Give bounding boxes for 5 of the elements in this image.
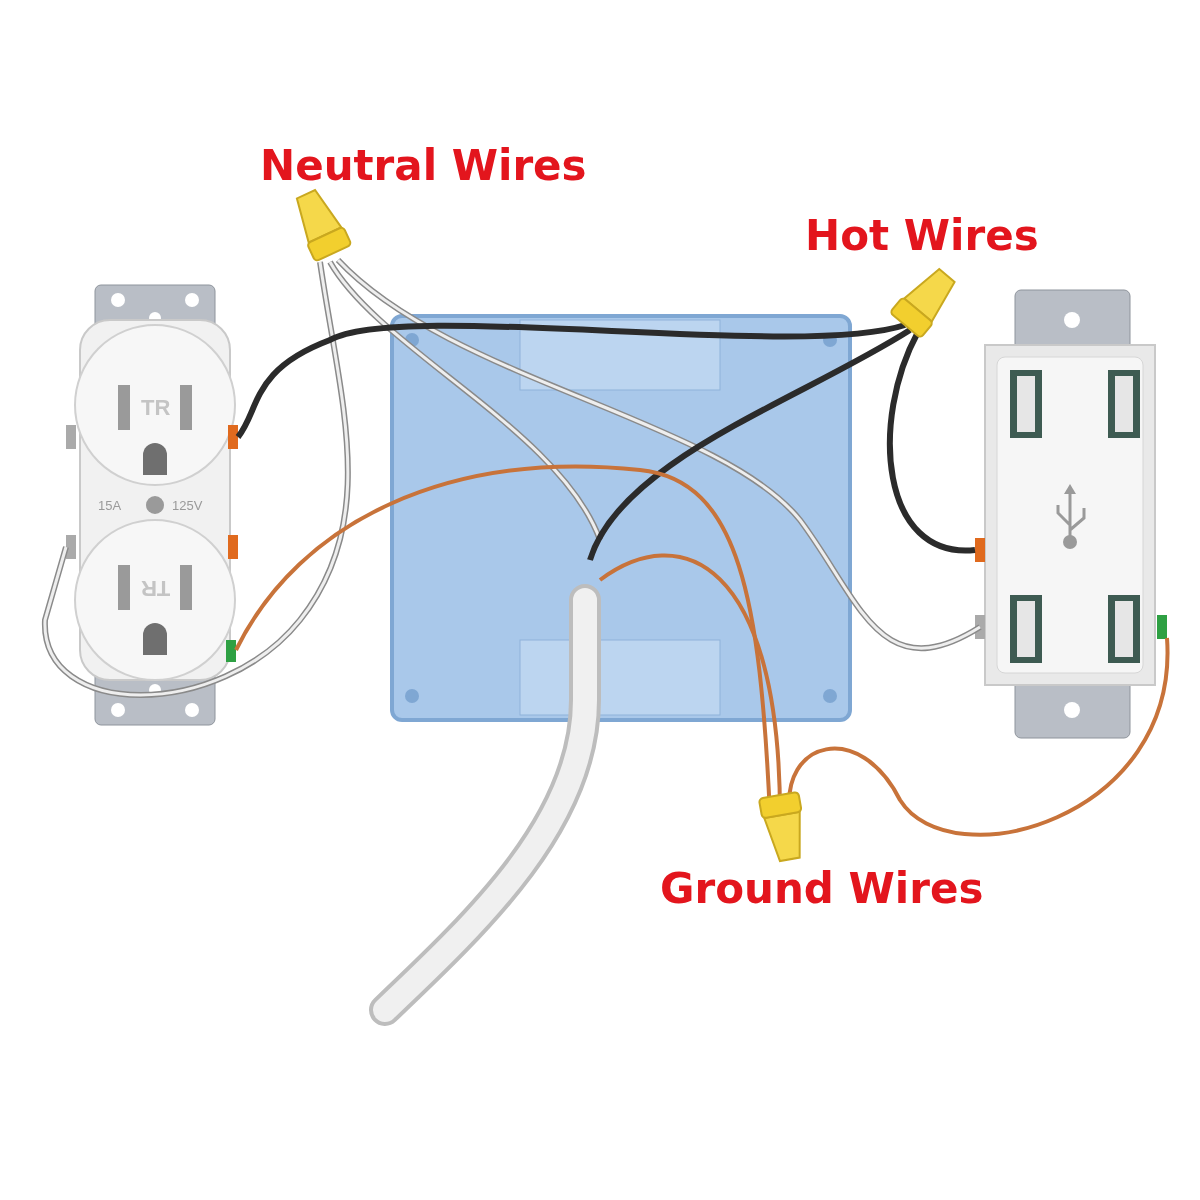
rating-marking: 15A (98, 499, 122, 512)
callout-label: Neutral Wires (260, 145, 587, 187)
callout-label: Hot Wires (805, 215, 1039, 257)
callout-label: Ground Wires (660, 868, 984, 910)
rating-marking: 125V (172, 499, 203, 512)
